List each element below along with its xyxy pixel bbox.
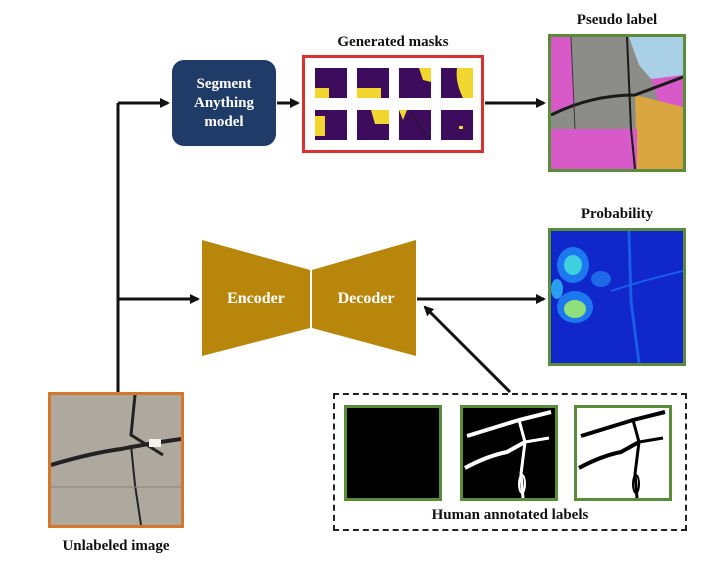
decoder-shape [312, 240, 416, 356]
mask-tile [315, 110, 347, 140]
human-annotated-labels-box [333, 393, 687, 531]
unlabeled-image [48, 392, 184, 528]
mask-tile [315, 68, 347, 98]
mask-tile [399, 110, 431, 140]
encoder-shape [202, 240, 310, 356]
mask-tile [399, 68, 431, 98]
sam-line-1: Segment [196, 75, 252, 92]
sam-line-2: Anything [193, 94, 255, 111]
annotated-label-empty [344, 405, 442, 501]
decoder-label: Decoder [337, 290, 395, 307]
generated-masks-panel [302, 55, 484, 153]
sam-line-3: model [204, 113, 244, 130]
mask-tile [357, 110, 389, 140]
encoder-label: Encoder [227, 290, 285, 307]
probability-title: Probability [580, 206, 654, 222]
mask-tile [441, 68, 473, 98]
pseudo-label-image [548, 34, 686, 172]
arrow-labels-to-decoder [423, 305, 512, 394]
annotated-label-black-crack [574, 405, 672, 501]
generated-masks-title: Generated masks [337, 34, 449, 50]
segment-anything-model-box: Segment Anything model [172, 60, 276, 146]
probability-map [548, 228, 686, 366]
pseudo-label-title: Pseudo label [576, 12, 658, 28]
mask-tile [441, 110, 473, 140]
annotated-label-white-crack [460, 405, 558, 501]
unlabeled-image-title: Unlabeled image [62, 538, 170, 554]
mask-tile [357, 68, 389, 98]
human-annotated-labels-title: Human annotated labels [431, 507, 589, 523]
